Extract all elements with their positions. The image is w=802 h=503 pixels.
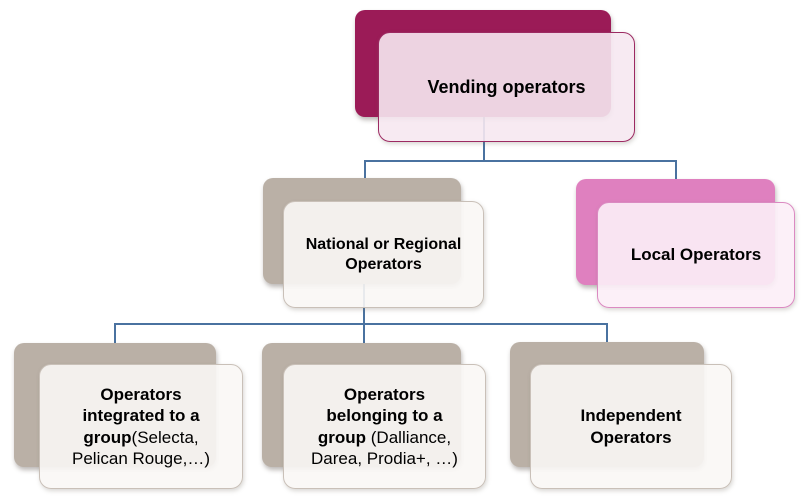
node-independent-label: Independent Operators <box>580 406 682 447</box>
node-national-label: National or Regional Operators <box>305 235 462 273</box>
node-operators-belonging-group[interactable]: Operators belonging to a group (Dallianc… <box>283 364 486 489</box>
node-integrated-label: Operators integrated to a group(Selecta,… <box>72 385 210 468</box>
connector-level2-horizontal <box>114 323 608 325</box>
node-local-label: Local Operators <box>630 245 762 265</box>
connector-to-belonging <box>363 323 365 350</box>
node-national-regional-operators[interactable]: National or Regional Operators <box>283 201 484 308</box>
connector-to-independent <box>606 323 608 350</box>
node-independent-operators[interactable]: Independent Operators <box>530 364 732 489</box>
node-operators-integrated-group[interactable]: Operators integrated to a group(Selecta,… <box>39 364 243 489</box>
node-local-operators[interactable]: Local Operators <box>597 202 795 308</box>
node-vending-operators[interactable]: Vending operators <box>378 32 635 142</box>
node-vending-label: Vending operators <box>427 76 586 97</box>
connector-to-integrated <box>114 323 116 350</box>
node-belonging-label: Operators belonging to a group (Dallianc… <box>311 385 458 468</box>
connector-level1-horizontal <box>364 160 677 162</box>
connector-to-national <box>364 160 366 185</box>
connector-to-local <box>675 160 677 187</box>
